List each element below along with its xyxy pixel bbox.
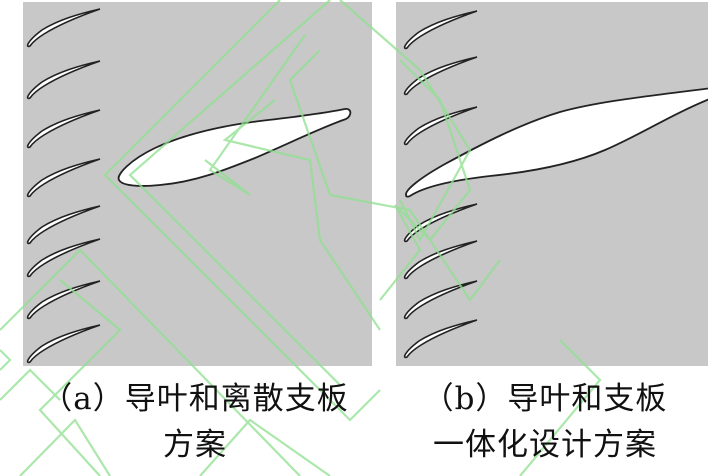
guide-vane — [403, 280, 478, 320]
guide-vane — [403, 319, 478, 359]
guide-vane — [403, 106, 478, 146]
caption-panel-b: （b）导叶和支板 一体化设计方案 — [400, 376, 690, 468]
panel-a-guide-vanes — [26, 8, 352, 364]
caption-b-line1: （b）导叶和支板 — [422, 381, 668, 417]
caption-b-line2: 一体化设计方案 — [433, 427, 657, 463]
guide-vane — [26, 158, 101, 198]
guide-vane — [26, 280, 101, 320]
guide-vane — [403, 240, 478, 280]
integrated-strut-airfoil — [405, 87, 708, 198]
guide-vane — [403, 10, 478, 50]
guide-vane — [403, 203, 478, 243]
guide-vane — [26, 324, 101, 364]
caption-a-line2: 方案 — [163, 427, 227, 463]
guide-vane — [26, 238, 101, 278]
panel-b-guide-vanes — [403, 10, 708, 359]
guide-vane — [26, 205, 101, 245]
caption-a-line1: （a）导叶和离散支板 — [41, 381, 349, 417]
guide-vane — [26, 8, 101, 48]
caption-panel-a: （a）导叶和离散支板 方案 — [20, 376, 370, 468]
guide-vane — [26, 109, 101, 149]
guide-vane — [403, 56, 478, 96]
guide-vane — [26, 60, 101, 100]
discrete-strut-airfoil — [117, 108, 352, 187]
